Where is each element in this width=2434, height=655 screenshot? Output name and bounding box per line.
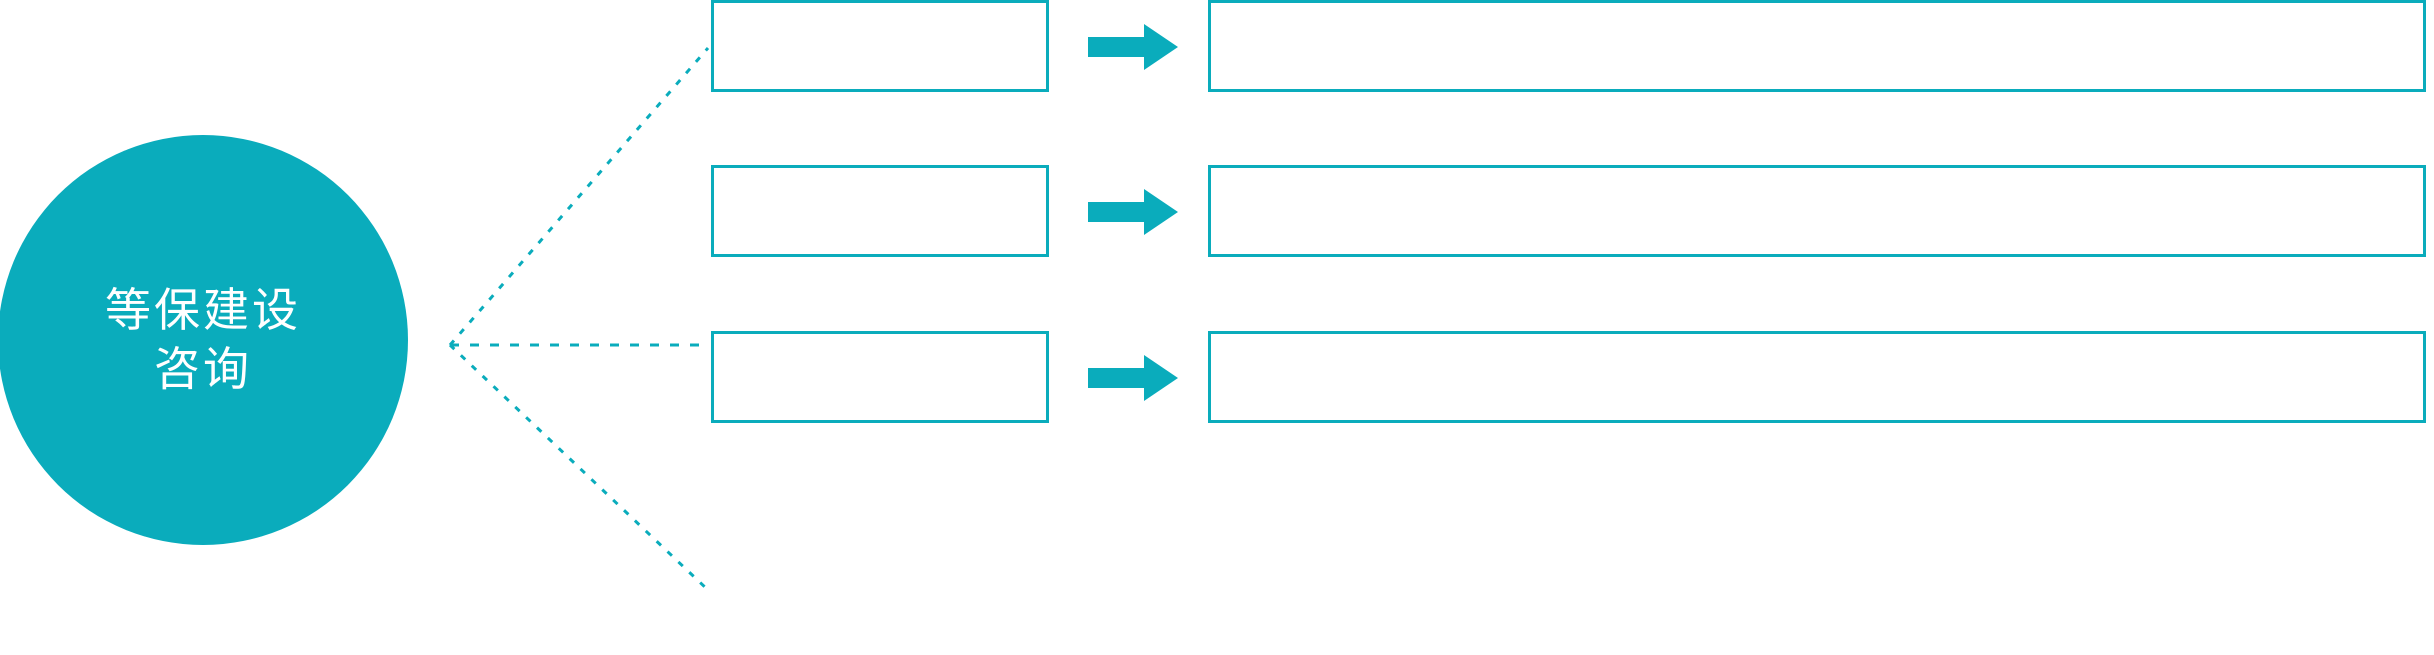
hub-circle[interactable]: 等保建设 咨询 bbox=[0, 135, 408, 545]
detail-box[interactable] bbox=[1208, 331, 2426, 423]
connector-line-3 bbox=[448, 343, 710, 592]
stage-box[interactable] bbox=[711, 0, 1049, 92]
stage-box[interactable] bbox=[711, 165, 1049, 257]
hub-label-line-1: 等保建设 bbox=[105, 284, 301, 337]
detail-box[interactable] bbox=[1208, 0, 2426, 92]
arrow-right-icon bbox=[1088, 355, 1178, 401]
arrow-right-icon bbox=[1088, 189, 1178, 235]
detail-box[interactable] bbox=[1208, 165, 2426, 257]
arrow-right-icon bbox=[1088, 24, 1178, 70]
hub-label-line-2: 咨询 bbox=[154, 343, 252, 395]
connector-line-1 bbox=[448, 47, 710, 346]
stage-box[interactable] bbox=[711, 331, 1049, 423]
